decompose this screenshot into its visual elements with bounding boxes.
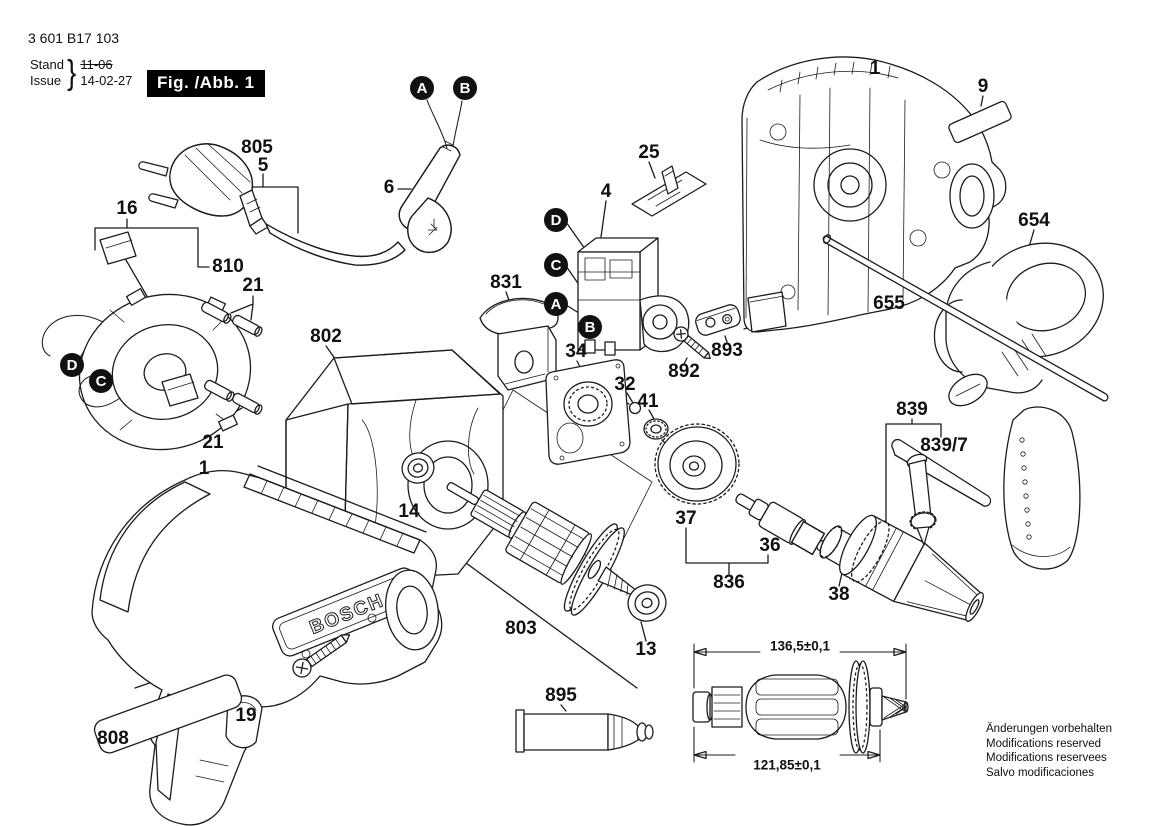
part-housing-right [741,56,1012,333]
callout-9: 9 [977,76,989,97]
legal-line-de: Änderungen vorbehalten [986,723,1112,735]
callout-13: 13 [635,639,657,660]
part-lock-button-831 [479,297,559,391]
callout-19: 19 [235,705,257,726]
part-power-cord [138,143,406,266]
stand-label: Stand [30,57,64,72]
legal-line-en: Modifications reserved [986,737,1102,750]
callout-6: 6 [383,177,395,198]
brace: } [67,54,77,92]
part-number: 3 601 B17 103 [28,30,120,46]
callout-895: 895 [545,685,577,706]
callout-808: 808 [97,728,129,749]
callout-836: 836 [713,572,745,593]
part-cord-guard [398,99,463,253]
callout-21-upper: 21 [242,275,264,296]
superseded-date: 11-06 [80,57,113,72]
part-armature [446,481,638,616]
callout-14: 14 [398,501,420,522]
dimension-overall-length: 136,5±0,1 [770,638,830,654]
part-switch [577,237,690,356]
issue-block: Stand Issue } 11-06 14-02-27 [30,54,133,92]
callout-892: 892 [668,361,700,382]
part-nameplate-9 [948,100,1012,144]
part-contact-pins [201,301,263,415]
legal-notice: Änderungen vorbehalten Modifications res… [986,722,1112,780]
part-ball-32 [628,401,642,415]
callout-38: 38 [828,584,850,605]
part-bearing-13 [627,584,667,622]
callout-32: 32 [614,374,636,395]
part-screw-892 [673,326,711,360]
callout-36: 36 [759,535,781,556]
part-chuck-839 [839,514,984,622]
badge-c-switch: C [544,253,568,277]
badge-a-switch: A [544,292,568,316]
callout-831: 831 [490,272,522,293]
callout-4: 4 [600,181,612,202]
part-label-plate-808 [93,674,243,754]
callout-21-lower: 21 [202,432,224,453]
dimension-figure [692,643,909,763]
badge-b-switch: B [578,315,602,339]
issue-date: 14-02-27 [80,73,133,88]
callout-5: 5 [257,155,269,176]
callout-810: 810 [212,256,244,277]
badge-a-wire: A [410,76,434,100]
callout-1-housing: 1 [869,58,881,79]
part-slider-25 [631,165,707,217]
callout-803: 803 [505,618,537,639]
callout-41: 41 [637,391,659,412]
part-gear-37 [654,423,740,505]
callout-893: 893 [711,340,743,361]
part-depth-rod-655 [822,234,1109,402]
part-grease-tube-895 [515,709,654,753]
part-bearing-14 [401,452,435,484]
callout-34: 34 [565,341,587,362]
figure-label: Fig. /Abb. 1 [147,70,265,97]
callout-805: 805 [241,137,273,158]
part-hammer-plate-34 [545,359,631,465]
part-chuck-key [891,438,992,546]
issue-label: Issue [30,73,62,88]
callout-839-7: 839/7 [920,435,968,456]
callout-655: 655 [873,293,905,314]
callout-839: 839 [896,399,928,420]
legal-line-es: Salvo modificaciones [986,766,1095,779]
callout-654: 654 [1018,210,1050,231]
part-cable-clamp-893 [695,304,741,336]
part-brush-plate [41,231,252,451]
callout-1-motor-housing: 1 [198,458,210,479]
callout-802: 802 [310,326,342,347]
badge-c-brush: C [89,369,113,393]
badge-b-wire: B [453,76,477,100]
callout-16: 16 [116,198,138,219]
badge-d-brush: D [60,353,84,377]
part-spindle-36 [735,493,831,556]
callout-25: 25 [638,142,660,163]
callout-37: 37 [675,508,697,529]
legal-line-fr: Modifications reservees [986,752,1107,764]
dimension-armature-length: 121,85±0,1 [753,757,821,773]
part-screw-19 [292,634,351,678]
part-ring-41 [643,418,669,440]
badge-d-switch: D [544,208,568,232]
part-aux-handle-654 [933,242,1104,570]
